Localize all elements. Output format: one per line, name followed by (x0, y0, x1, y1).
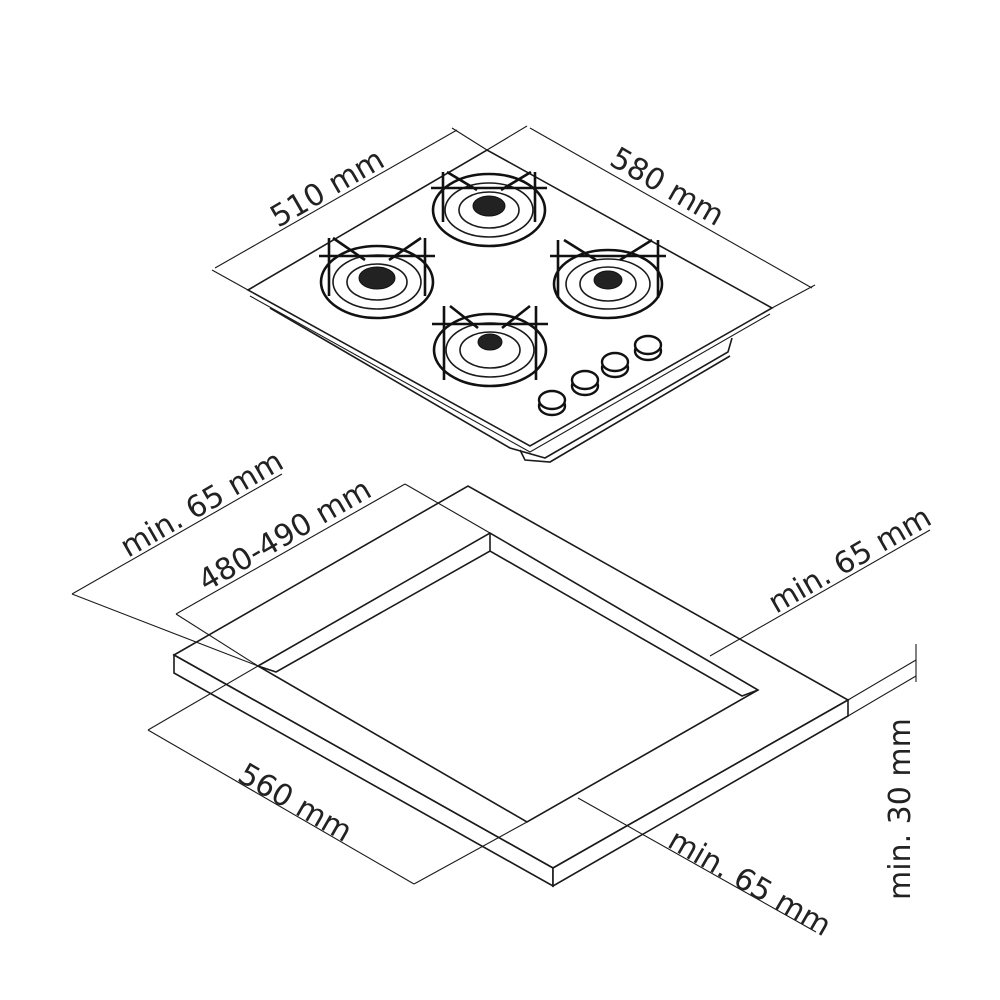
dim-ext-580-a (486, 125, 528, 151)
dim-line-min65-right (709, 529, 931, 657)
hob-plate-edge (249, 295, 771, 453)
label-hob-depth: 580 mm (604, 141, 730, 234)
label-clearance-right: min. 65 mm (763, 500, 938, 621)
dim-ext-min30-b (847, 675, 917, 717)
label-worktop-thickness: min. 30 mm (883, 718, 918, 900)
dim-line-480-490 (175, 483, 406, 615)
gas-hob (211, 125, 816, 463)
dim-ext-510-a (211, 269, 249, 291)
knob-2 (570, 369, 600, 397)
dim-ext-480-a (175, 613, 259, 667)
burner-front (432, 304, 548, 388)
knob-4 (633, 334, 663, 362)
burner-right (550, 238, 666, 320)
knob-3 (600, 351, 630, 379)
knob-1 (537, 389, 567, 417)
worktop-cutout (71, 473, 931, 933)
label-clearance-front: min. 65 mm (662, 823, 837, 944)
dim-ext-min30-a (847, 659, 917, 701)
dim-ext-580-b (771, 284, 816, 309)
dim-line-min65-front (577, 797, 817, 933)
label-cutout-width: 560 mm (232, 757, 358, 850)
dim-line-min65-back (71, 473, 283, 595)
dim-ext-510-b (451, 127, 488, 151)
dim-ext-480-b (404, 483, 491, 534)
control-knobs (537, 334, 663, 417)
hob-body-bottom (519, 355, 731, 463)
dim-ext-back-a (71, 593, 259, 667)
burner-back (431, 170, 547, 248)
dim-line-510 (214, 129, 458, 269)
dim-line-580 (529, 127, 813, 289)
hob-body-side (269, 307, 733, 459)
dim-ext-560-a (147, 665, 259, 731)
burner-left (319, 236, 435, 320)
dim-ext-560-b (413, 821, 528, 885)
dim-line-560 (147, 729, 415, 885)
